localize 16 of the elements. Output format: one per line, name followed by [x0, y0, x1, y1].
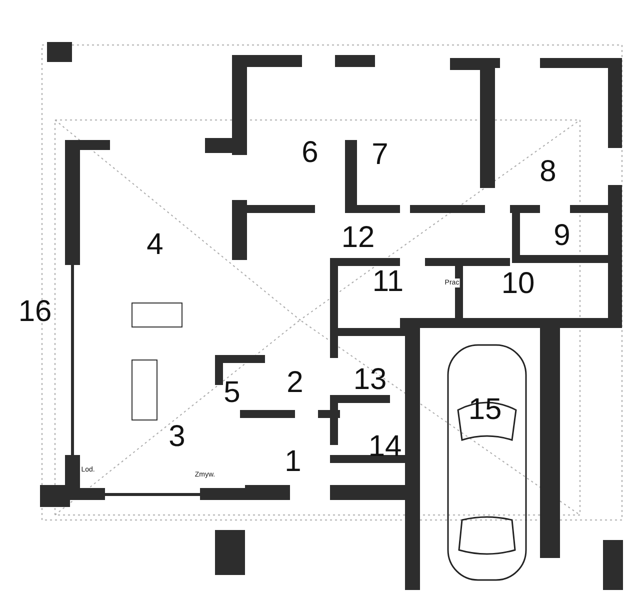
room-number: 16 — [18, 297, 52, 327]
room-number: 15 — [468, 395, 502, 425]
room-number: 1 — [284, 447, 302, 477]
room-number: 8 — [540, 157, 556, 187]
room-number: 5 — [224, 378, 240, 408]
room-number: 14 — [368, 432, 402, 462]
room-number: 13 — [353, 365, 387, 395]
room-number: 6 — [302, 138, 318, 168]
room-number: 10 — [501, 269, 535, 299]
room-number: 2 — [286, 368, 304, 398]
room-number: 4 — [146, 230, 164, 260]
room-number: 11 — [372, 267, 404, 297]
room-number: 3 — [168, 422, 186, 452]
room-number: 12 — [341, 223, 375, 253]
room-number: 7 — [372, 140, 388, 170]
room-number: 9 — [554, 221, 570, 251]
